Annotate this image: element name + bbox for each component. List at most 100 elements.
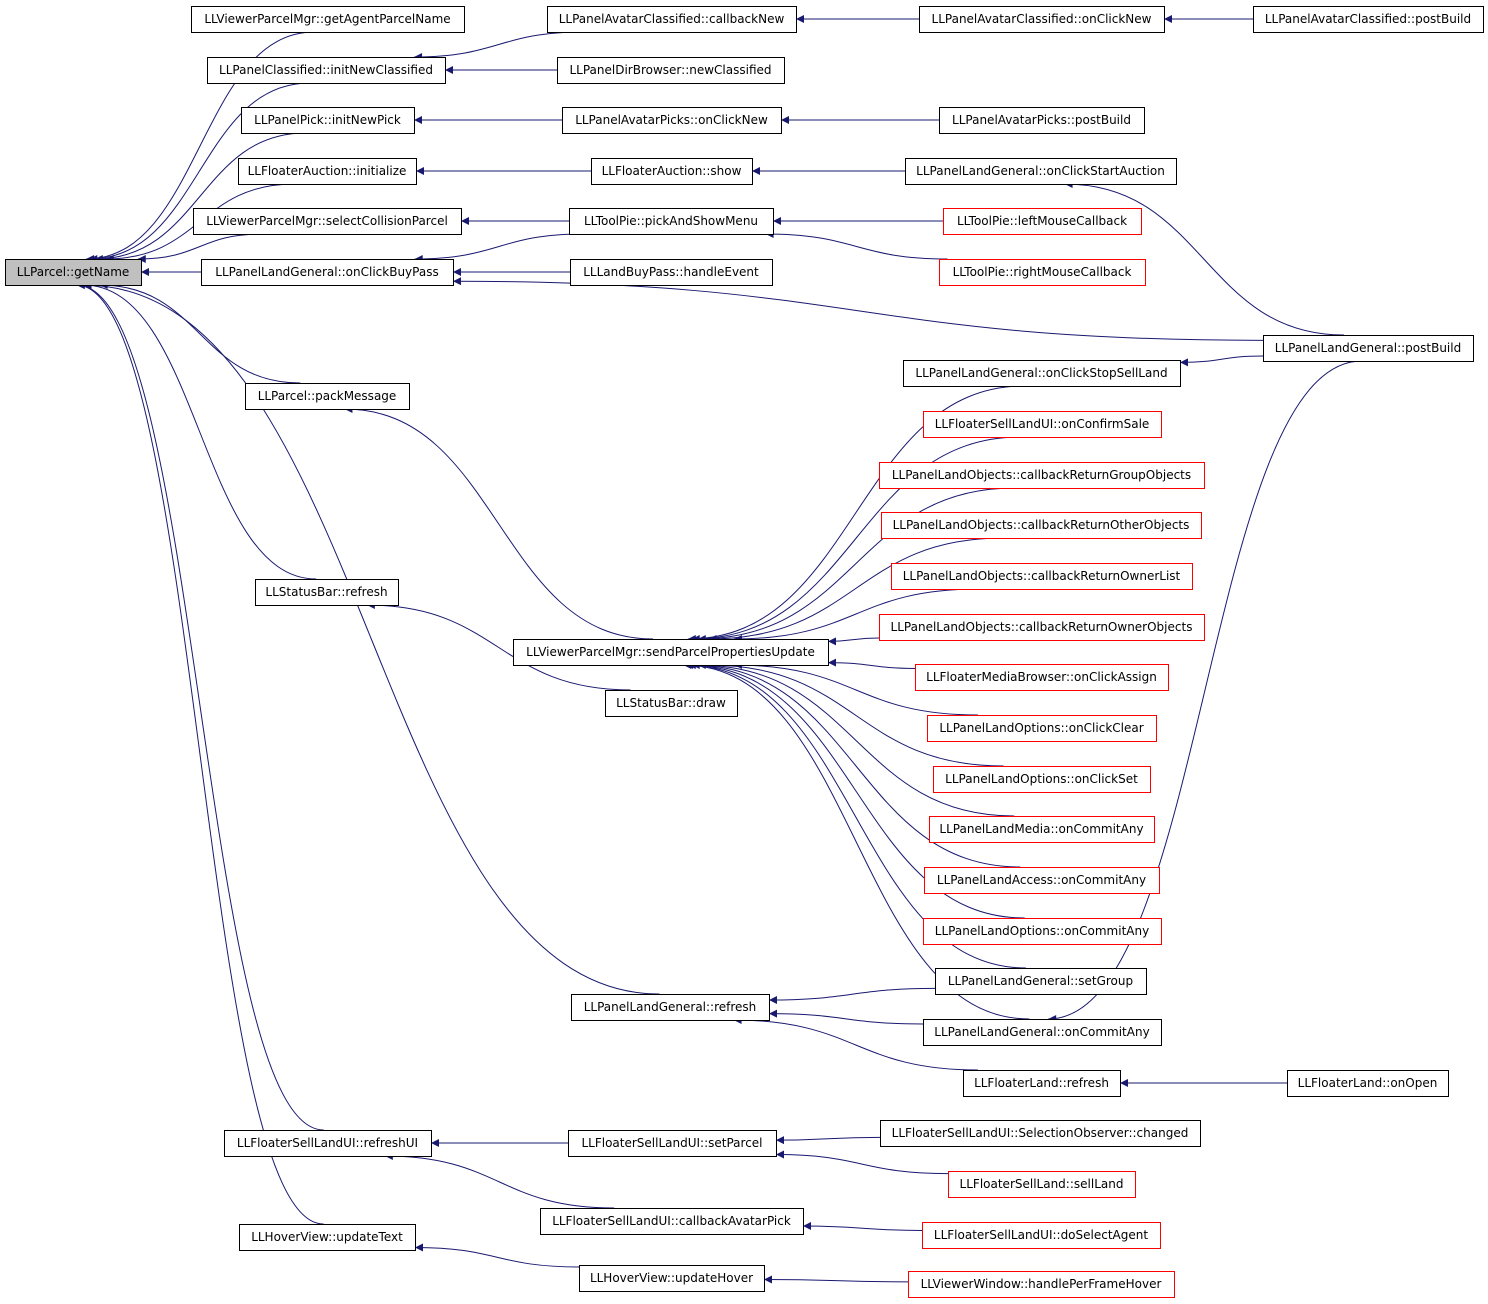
node-box	[238, 158, 417, 185]
graph-node[interactable]: LLStatusBar::draw	[605, 690, 738, 717]
edge-n34-to-n27	[691, 661, 1021, 868]
graph-node[interactable]: LLFloaterSellLandUI::onConfirmSale	[923, 411, 1162, 438]
node-label: LLFloaterSellLandUI::doSelectAgent	[934, 1228, 1148, 1242]
edge-n31-to-n27	[733, 661, 979, 716]
graph-node[interactable]: LLPanelLandAccess::onCommitAny	[924, 867, 1160, 894]
graph-node[interactable]: LLPanelLandGeneral::onClickBuyPass	[201, 259, 454, 286]
graph-node[interactable]: LLViewerWindow::handlePerFrameHover	[908, 1271, 1175, 1298]
edge-n13-to-root	[137, 233, 263, 263]
graph-node[interactable]: LLPanelAvatarClassified::postBuild	[1253, 6, 1484, 33]
edge-n36-to-n27	[685, 661, 1026, 969]
graph-node[interactable]: LLFloaterLand::onOpen	[1287, 1070, 1449, 1097]
graph-node[interactable]: LLViewerParcelMgr::sendParcelPropertiesU…	[513, 639, 829, 666]
node-label: LLPanelAvatarPicks::onClickNew	[575, 113, 768, 127]
graph-node[interactable]: LLPanelAvatarPicks::postBuild	[939, 107, 1145, 134]
graph-node[interactable]: LLFloaterSellLandUI::refreshUI	[224, 1130, 432, 1157]
edge-n46-to-root	[76, 281, 324, 1225]
root-node[interactable]: LLParcel::getName	[5, 259, 142, 286]
graph-node[interactable]: LLPanelLandObjects::callbackReturnGroupO…	[879, 462, 1205, 489]
graph-node[interactable]: LLPanelLandGeneral::refresh	[571, 994, 770, 1021]
edge-n48-to-n46	[414, 1243, 580, 1268]
graph-node[interactable]: LLStatusBar::refresh	[255, 579, 399, 606]
graph-node[interactable]: LLToolPie::pickAndShowMenu	[569, 208, 774, 235]
graph-node[interactable]: LLPanelLandOptions::onCommitAny	[923, 918, 1162, 945]
graph-node[interactable]: LLFloaterSellLandUI::callbackAvatarPick	[540, 1208, 804, 1235]
node-box	[207, 57, 446, 84]
node-box	[1263, 335, 1474, 362]
graph-node[interactable]: LLPanelClassified::initNewClassified	[207, 57, 446, 84]
graph-node[interactable]: LLPanelLandGeneral::postBuild	[1263, 335, 1474, 362]
edge-n38-to-n37	[768, 1009, 924, 1025]
node-label: LLFloaterSellLand::sellLand	[960, 1177, 1124, 1191]
graph-node[interactable]: LLPanelLandObjects::callbackReturnOwnerO…	[879, 614, 1205, 641]
edge-n1-to-root	[86, 31, 315, 263]
graph-node[interactable]: LLPanelLandObjects::callbackReturnOtherO…	[881, 512, 1202, 539]
edge-n38-to-n27	[683, 661, 1030, 1020]
graph-node[interactable]: LLHoverView::updateText	[239, 1224, 416, 1251]
edge-n32-to-n27	[708, 661, 1004, 767]
node-box	[939, 259, 1146, 286]
graph-node[interactable]: LLPanelLandGeneral::setGroup	[935, 968, 1147, 995]
graph-node[interactable]: LLPanelDirBrowser::newClassified	[557, 57, 785, 84]
graph-node[interactable]: LLToolPie::rightMouseCallback	[939, 259, 1146, 286]
edge-n44-to-n42	[775, 1150, 949, 1175]
graph-node[interactable]: LLPanelLandGeneral::onClickStartAuction	[905, 158, 1177, 185]
node-box	[547, 6, 797, 33]
node-label: LLParcel::packMessage	[258, 389, 397, 403]
graph-node[interactable]: LLViewerParcelMgr::selectCollisionParcel	[193, 208, 462, 235]
graph-node[interactable]: LLFloaterSellLandUI::setParcel	[568, 1130, 777, 1157]
graph-node[interactable]: LLPanelLandGeneral::onClickStopSellLand	[903, 360, 1181, 387]
graph-node[interactable]: LLFloaterSellLand::sellLand	[948, 1171, 1136, 1198]
node-box	[540, 1208, 804, 1235]
graph-node[interactable]: LLFloaterLand::refresh	[963, 1070, 1121, 1097]
graph-node[interactable]: LLPanelLandOptions::onClickClear	[927, 715, 1157, 742]
graph-node[interactable]: LLPanelAvatarPicks::onClickNew	[562, 107, 782, 134]
node-label: LLFloaterAuction::show	[602, 164, 742, 178]
graph-node[interactable]: LLLandBuyPass::handleEvent	[570, 259, 773, 286]
node-box	[939, 107, 1145, 134]
node-box	[929, 816, 1155, 843]
edge-n19-to-n12	[1064, 180, 1344, 336]
edge-n37-to-root	[83, 281, 660, 995]
graph-node[interactable]: LLFloaterAuction::show	[591, 158, 753, 185]
graph-node[interactable]: LLFloaterMediaBrowser::onClickAssign	[915, 664, 1169, 691]
graph-node[interactable]: LLHoverView::updateHover	[579, 1265, 765, 1292]
graph-node[interactable]: LLFloaterAuction::initialize	[238, 158, 417, 185]
node-label: LLPanelLandObjects::callbackReturnOwnerO…	[891, 620, 1193, 634]
node-label: LLPanelAvatarPicks::postBuild	[952, 113, 1131, 127]
node-box	[255, 579, 399, 606]
node-box	[905, 158, 1177, 185]
graph-node[interactable]: LLPanelLandMedia::onCommitAny	[929, 816, 1155, 843]
graph-node[interactable]: LLPanelAvatarClassified::callbackNew	[547, 6, 797, 33]
graph-node[interactable]: LLFloaterSellLandUI::SelectionObserver::…	[880, 1120, 1201, 1147]
node-label: LLFloaterAuction::initialize	[248, 164, 407, 178]
node-label: LLPanelAvatarClassified::postBuild	[1265, 12, 1471, 26]
node-label: LLFloaterSellLandUI::refreshUI	[237, 1136, 418, 1150]
edge-n14-to-n16	[414, 233, 584, 263]
node-box	[191, 6, 465, 33]
node-box	[568, 1130, 777, 1157]
graph-node[interactable]: LLPanelAvatarClassified::onClickNew	[919, 6, 1165, 33]
edge-n22-to-n27	[691, 436, 1021, 643]
graph-node[interactable]: LLViewerParcelMgr::getAgentParcelName	[191, 6, 465, 33]
node-label: LLPanelLandGeneral::onClickStartAuction	[916, 164, 1165, 178]
edge-n19-to-n21	[1179, 355, 1264, 367]
node-label: LLPanelLandObjects::callbackReturnOtherO…	[893, 518, 1190, 532]
node-label: LLPanelAvatarClassified::onClickNew	[932, 12, 1152, 26]
graph-node[interactable]: LLPanelLandGeneral::onCommitAny	[923, 1019, 1162, 1046]
graph-node[interactable]: LLPanelPick::initNewPick	[241, 107, 415, 134]
node-box	[562, 107, 782, 134]
graph-node[interactable]: LLPanelLandOptions::onClickSet	[933, 766, 1151, 793]
node-label: LLPanelLandOptions::onClickSet	[945, 772, 1138, 786]
node-box	[579, 1265, 765, 1292]
graph-node[interactable]: LLFloaterSellLandUI::doSelectAgent	[922, 1222, 1161, 1249]
node-label: LLToolPie::leftMouseCallback	[957, 214, 1127, 228]
graph-node[interactable]: LLToolPie::leftMouseCallback	[943, 208, 1142, 235]
graph-node[interactable]: LLParcel::packMessage	[245, 383, 410, 410]
node-label: LLFloaterMediaBrowser::onClickAssign	[926, 670, 1157, 684]
node-box	[923, 918, 1162, 945]
node-label: LLPanelClassified::initNewClassified	[219, 63, 433, 77]
graph-node[interactable]: LLPanelLandObjects::callbackReturnOwnerL…	[891, 563, 1193, 590]
node-label: LLPanelLandAccess::onCommitAny	[937, 873, 1146, 887]
node-box	[201, 259, 454, 286]
